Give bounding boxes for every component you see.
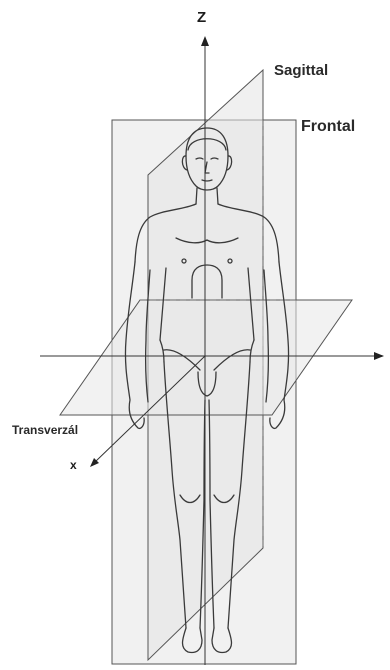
transverse-plane-label: Transverzál <box>12 424 78 436</box>
z-axis-label: Z <box>197 10 206 25</box>
z-axis-arrowhead <box>201 36 209 46</box>
y-axis-arrowhead <box>374 352 384 360</box>
sagittal-plane-label: Sagittal <box>274 63 328 78</box>
x-axis-label: x <box>70 459 77 471</box>
frontal-plane-label: Frontal <box>301 119 355 135</box>
transverse-plane <box>60 300 352 415</box>
